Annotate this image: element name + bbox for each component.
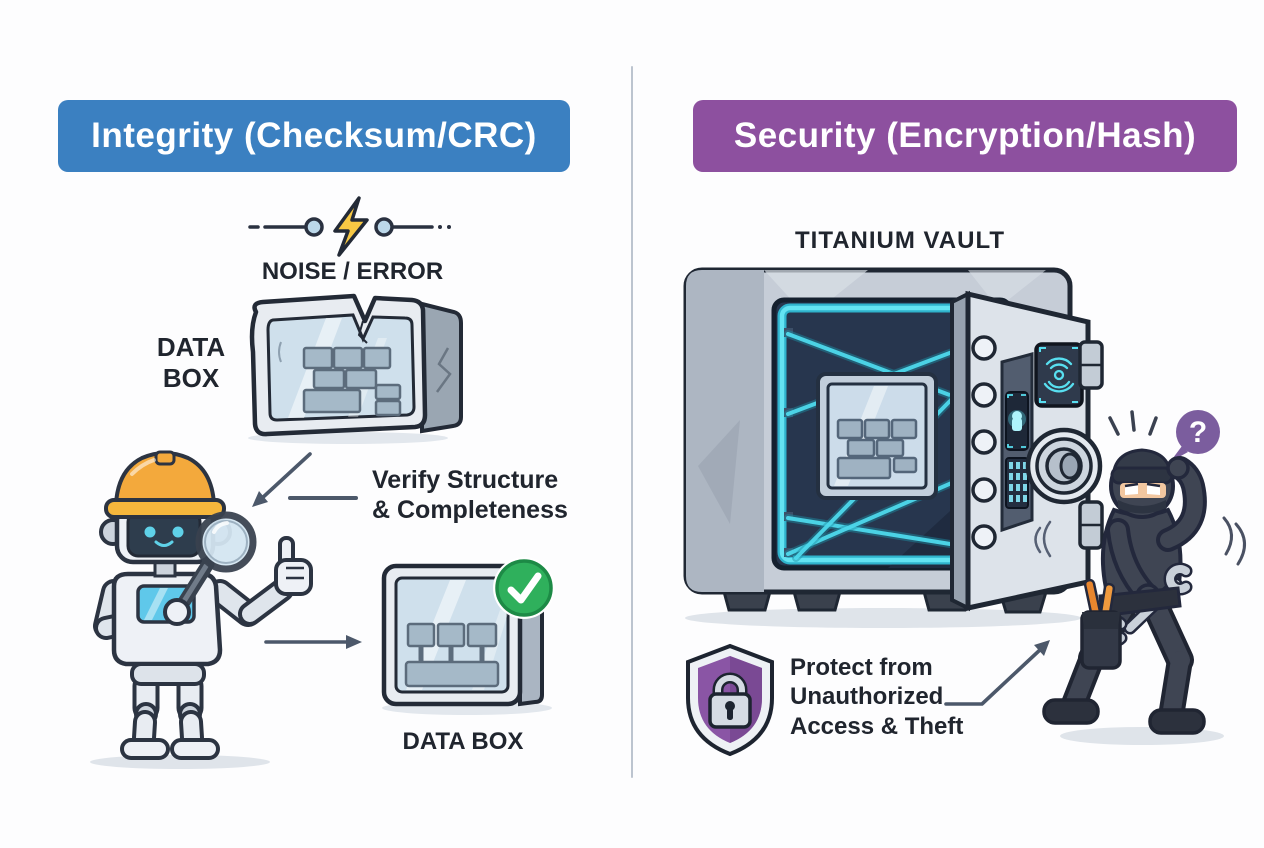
noise-error-label: NOISE / ERROR <box>261 258 444 285</box>
integrity-header-label: Integrity (Checksum/CRC) <box>91 116 537 155</box>
fingerprint-scanner-icon <box>1034 342 1084 408</box>
question-bubble: ? <box>1170 410 1220 462</box>
damaged-data-box-label: DATA BOX <box>156 332 226 393</box>
security-header: Security (Encryption/Hash) <box>693 100 1237 172</box>
vault-data-box <box>816 372 938 500</box>
verify-callout-line <box>288 496 358 500</box>
thumbs-up-hand <box>274 536 313 596</box>
lock-screen-icon <box>1005 391 1029 451</box>
lightning-icon <box>333 196 369 257</box>
verified-data-box-label: DATA BOX <box>402 728 524 755</box>
noise-error-icon <box>248 196 451 257</box>
robot-to-box-arrow <box>264 635 362 649</box>
keypad-icon <box>1005 457 1029 509</box>
vault-label: TITANIUM VAULT <box>795 227 1005 254</box>
vault-illustration <box>683 267 1104 628</box>
verify-label: Verify Structure & Completeness <box>372 466 568 524</box>
robot-inspector-illustration <box>90 450 313 769</box>
thief-illustration: ? <box>1042 410 1246 745</box>
thief-head <box>1109 448 1175 519</box>
integrity-header: Integrity (Checksum/CRC) <box>58 100 570 172</box>
protect-to-thief-arrow <box>944 640 1050 706</box>
security-header-label: Security (Encryption/Hash) <box>733 116 1197 155</box>
noise-to-robot-arrow <box>252 452 312 507</box>
hard-hat-icon <box>104 450 226 519</box>
question-mark: ? <box>1189 416 1207 449</box>
protect-label: Protect from Unauthorized Access & Theft <box>790 654 964 740</box>
check-icon <box>493 557 555 619</box>
padlock-icon <box>708 672 752 729</box>
shield-lock-icon <box>686 643 774 757</box>
dial-icon <box>1025 427 1103 505</box>
panel-divider <box>631 66 633 778</box>
damaged-data-box-illustration <box>248 293 463 444</box>
verified-data-box-illustration <box>381 557 555 715</box>
